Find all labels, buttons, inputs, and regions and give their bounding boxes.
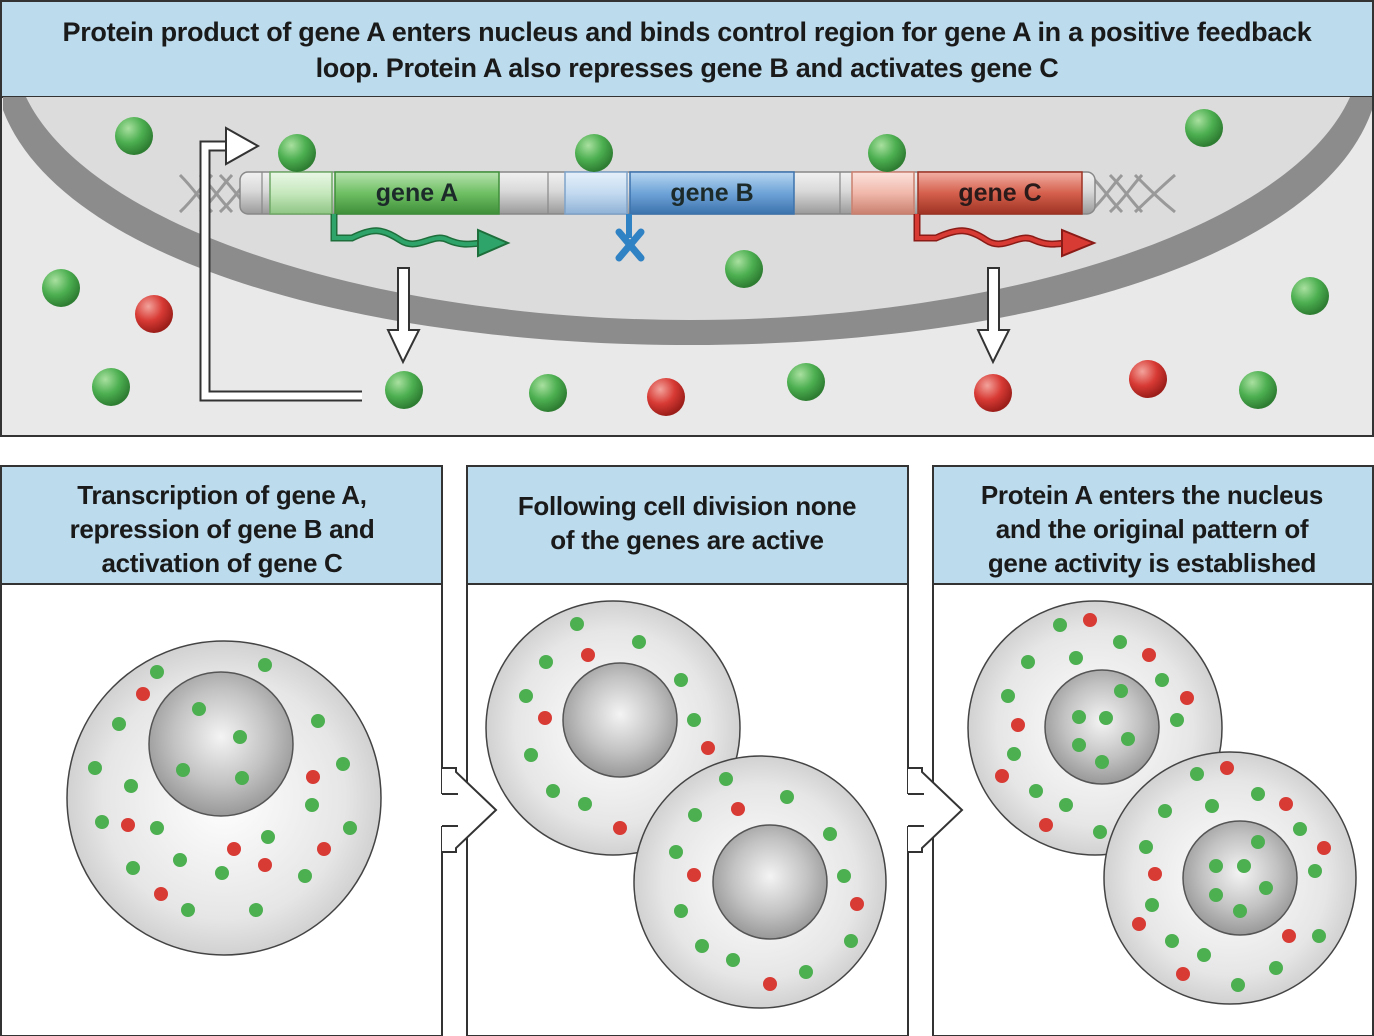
panel-3-header [932,465,1374,585]
panel-3-cell-lower [1103,751,1357,1005]
gene-a-coding-region [334,171,500,215]
gene-c-control-region [851,171,915,215]
panel-2-header [466,465,909,585]
panel-2-cell-lower [633,755,887,1009]
top-panel-title: Protein product of gene A enters nucleus… [20,14,1354,86]
panel-1-title-line-2: repression of gene B and [69,514,375,544]
gene-b-label: gene B [670,179,754,207]
top-title-line-1: Protein product of gene A enters nucleus… [62,17,1312,47]
protein-c-export-arrow [976,267,1011,365]
panel-2-title-line-2: of the genes are active [550,525,824,555]
protein-a-export-arrow [386,267,421,365]
flow-arrow-1 [440,767,498,853]
panel-3-title-line-1: Protein A enters the nucleus [980,480,1324,510]
flow-arrow-2 [906,767,964,853]
gene-a-label: gene A [375,179,459,207]
gene-c-label: gene C [958,179,1042,207]
dna-strand [239,171,1096,215]
panel-1-title: Transcription of gene A, repression of g… [8,478,436,580]
feedback-loop-arrow [199,126,362,402]
top-panel [0,0,1374,437]
gene-b-coding-region [629,171,795,215]
panel-2-title-line-1: Following cell division none [517,491,857,521]
top-panel-proteins [42,109,1329,416]
panel-1-title-line-1: Transcription of gene A, [77,480,367,510]
panel-2-title: Following cell division none of the gene… [472,489,902,557]
gene-b-repression-mark [615,214,645,262]
panel-3-title-line-3: gene activity is established [987,548,1317,578]
gene-c-transcription-arrow [913,214,1097,258]
gene-b-control-region [564,171,628,215]
panel-3-title: Protein A enters the nucleus and the ori… [936,478,1368,580]
top-panel-header [0,0,1374,98]
panel-3-title-line-2: and the original pattern of [995,514,1309,544]
panel-1-title-line-3: activation of gene C [101,548,343,578]
panel-1-header [0,465,443,585]
top-title-line-2: loop. Protein A also represses gene B an… [315,53,1059,83]
gene-a-control-region [269,171,333,215]
gene-a-transcription-arrow [330,214,511,258]
panel-1-cell [66,640,382,956]
gene-c-coding-region [917,171,1083,215]
